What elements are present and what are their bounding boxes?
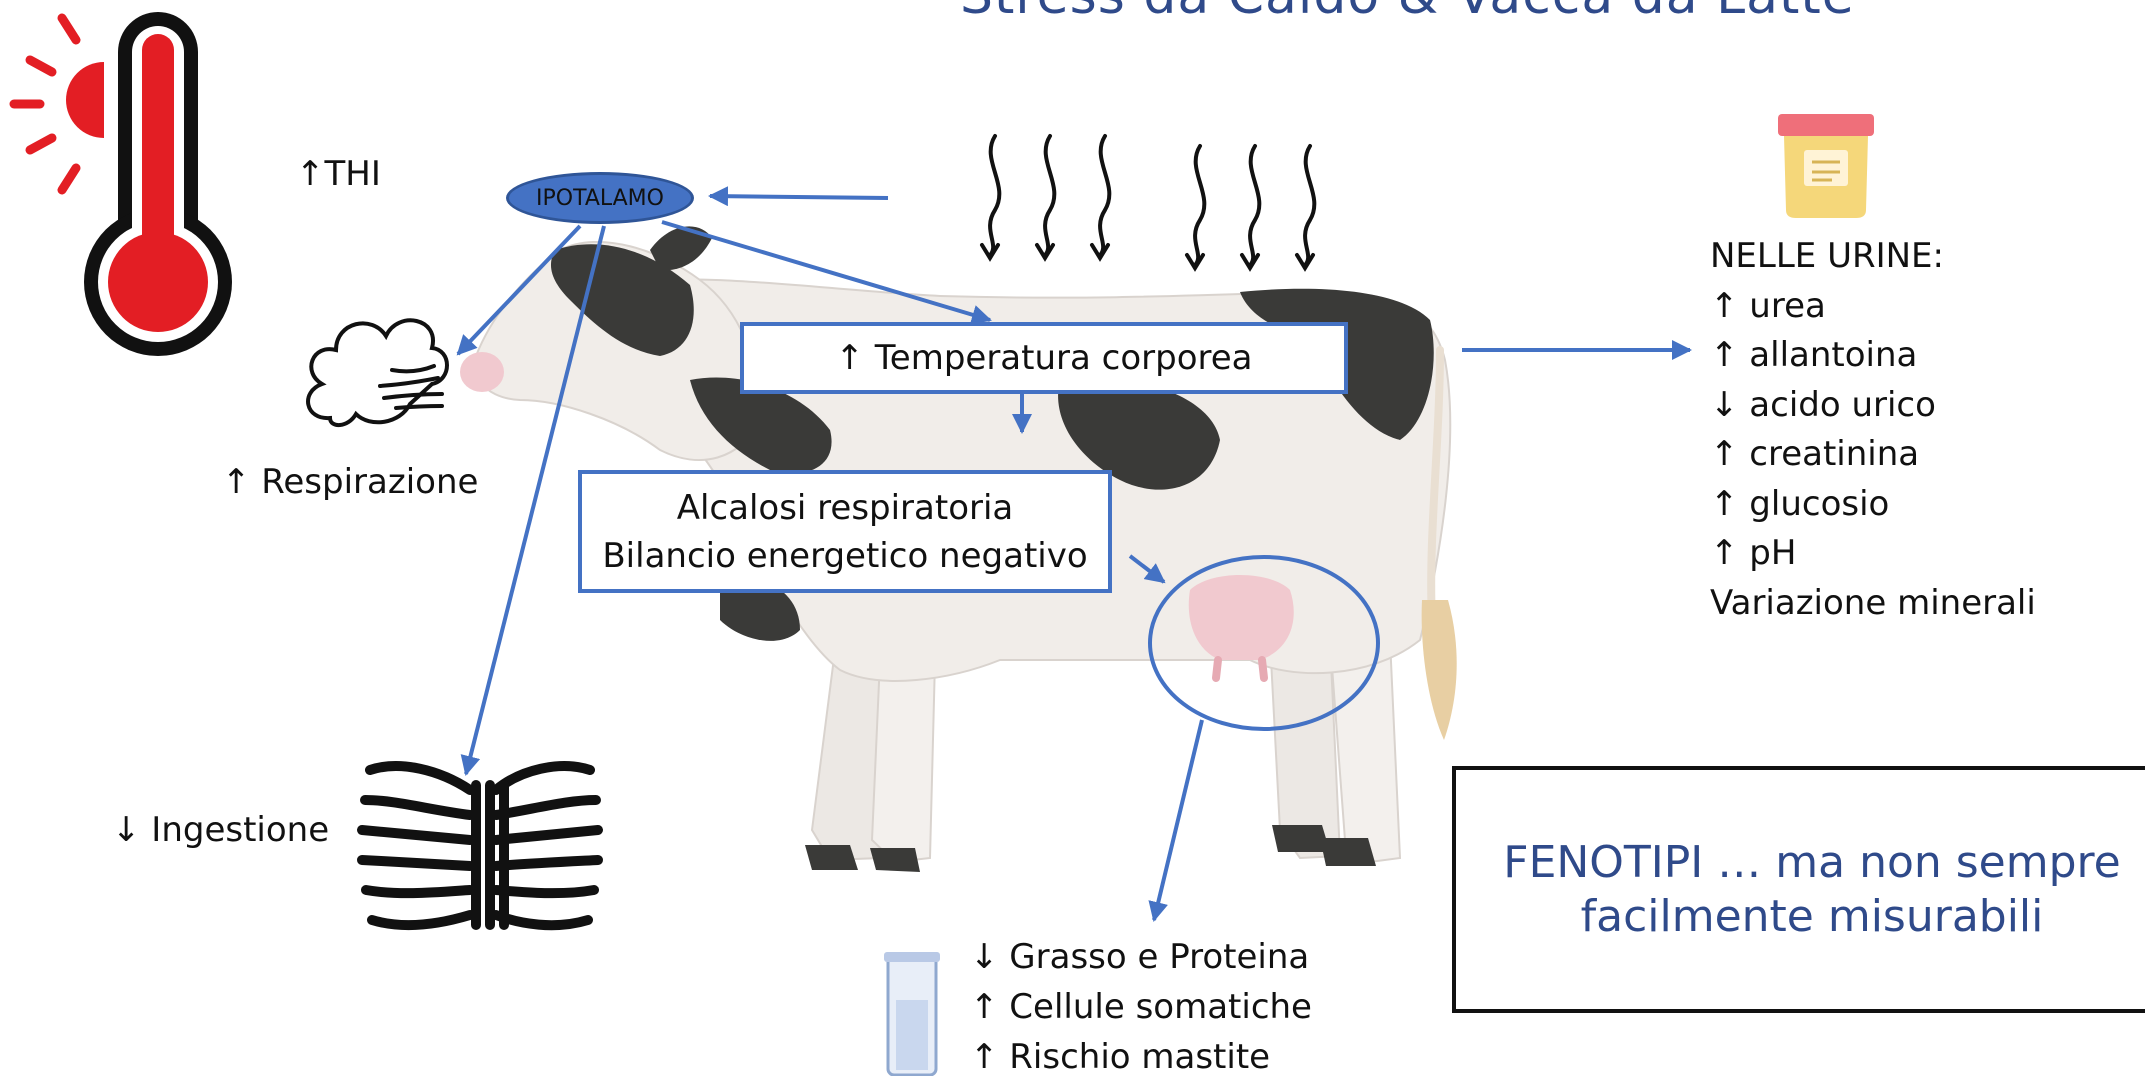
- milk-item: ↑ Cellule somatiche: [970, 982, 1312, 1032]
- ingestion-label: ↓ Ingestione: [112, 810, 329, 850]
- thermometer-icon: [84, 12, 232, 356]
- phenotypes-line-1: FENOTIPI … ma non sempre: [1503, 836, 2120, 890]
- page-title: Stress da Caldo & Vacca da Latte: [960, 0, 1855, 26]
- hypothalamus-node: IPOTALAMO: [506, 172, 694, 224]
- urine-item: Variazione minerali: [1710, 579, 2036, 629]
- urine-item: ↑ pH: [1710, 529, 2036, 579]
- body-temperature-box: ↑ Temperatura corporea: [740, 322, 1348, 394]
- test-tube-icon: [884, 952, 940, 1075]
- arrow-heat-to-hypothalamus: [710, 196, 888, 198]
- respiration-label: ↑ Respirazione: [222, 462, 478, 502]
- urine-list: NELLE URINE: ↑ urea ↑ allantoina ↓ acido…: [1710, 232, 2036, 628]
- breath-cloud-icon: [308, 320, 447, 425]
- arrow-udder-to-milk: [1154, 720, 1202, 920]
- phenotypes-note-box: FENOTIPI … ma non sempre facilmente misu…: [1452, 766, 2145, 1013]
- urine-cup-icon: [1778, 114, 1874, 218]
- urine-heading: NELLE URINE:: [1710, 232, 2036, 282]
- effects-line-1: Alcalosi respiratoria: [677, 484, 1014, 532]
- thi-label: ↑THI: [296, 154, 381, 194]
- sun-icon: [14, 18, 104, 190]
- phenotypes-line-2: facilmente misurabili: [1581, 890, 2044, 944]
- effects-box: Alcalosi respiratoria Bilancio energetic…: [578, 470, 1112, 593]
- milk-item: ↑ Rischio mastite: [970, 1032, 1312, 1082]
- effects-line-2: Bilancio energetico negativo: [602, 532, 1087, 580]
- urine-item: ↑ glucosio: [1710, 480, 2036, 530]
- milk-item: ↓ Grasso e Proteina: [970, 932, 1312, 982]
- hay-bale-icon: [362, 766, 598, 925]
- urine-item: ↑ urea: [1710, 282, 2036, 332]
- heat-waves-icon: [982, 136, 1314, 268]
- urine-item: ↑ creatinina: [1710, 430, 2036, 480]
- urine-item: ↓ acido urico: [1710, 381, 2036, 431]
- milk-list: ↓ Grasso e Proteina ↑ Cellule somatiche …: [970, 932, 1312, 1082]
- body-temperature-label: ↑ Temperatura corporea: [836, 334, 1253, 382]
- urine-item: ↑ allantoina: [1710, 331, 2036, 381]
